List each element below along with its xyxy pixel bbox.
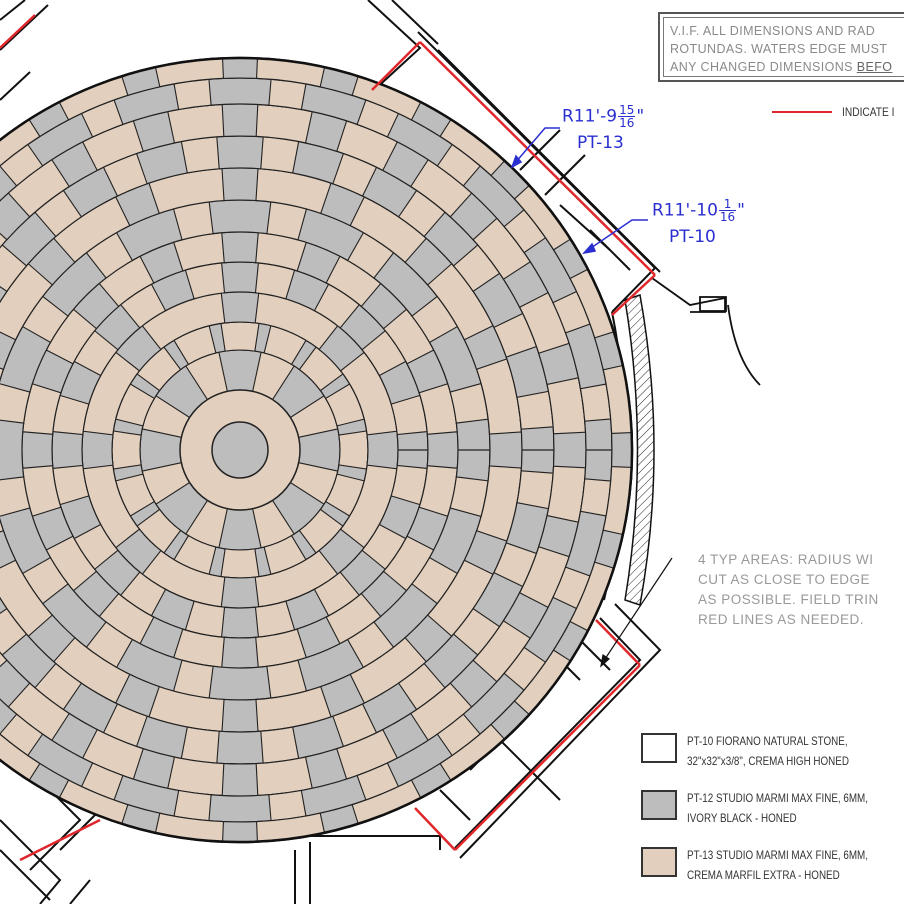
typical-area-note: 4 TYP AREAS: RADIUS WI CUT AS CLOSE TO E… [698,550,879,630]
legend-label: PT-12 STUDIO MARMI MAX FINE, 6MM, IVORY … [687,791,868,825]
dimension-radius: R11'-10 [652,200,718,221]
legend-swatch [641,790,677,820]
legend-swatch [641,847,677,877]
area-note-line-2: CUT AS CLOSE TO EDGE [698,572,871,587]
legend-swatch [641,733,677,763]
area-note-line-4: RED LINES AS NEEDED. [698,612,865,627]
legend-label: PT-13 STUDIO MARMI MAX FINE, 6MM, CREMA … [687,848,868,882]
dimension-tag: PT-13 [577,133,624,153]
note-line-3-underlined: BEFO [856,60,893,74]
legend-item-pt10: PT-10 FIORANO NATURAL STONE, 32"x32"x3/8… [641,733,885,771]
area-note-line-3: AS POSSIBLE. FIELD TRIN [698,592,879,607]
area-note-leader [600,557,673,668]
redline-legend: INDICATE I [772,102,904,122]
note-line-3-prefix: ANY CHANGED DIMENSIONS [670,60,857,74]
legend-item-pt13: PT-13 STUDIO MARMI MAX FINE, 6MM, CREMA … [641,847,904,885]
redline-legend-text: INDICATE I [842,105,895,119]
red-line-swatch [772,111,832,113]
dimension-tag: PT-10 [669,227,716,247]
area-note-line-1: 4 TYP AREAS: RADIUS WI [698,552,874,567]
general-note-box: V.I.F. ALL DIMENSIONS AND RAD ROTUNDAS. … [658,12,904,82]
dimension-radius: R11'-9 [562,106,618,127]
note-line-2: ROTUNDAS. WATERS EDGE MUST [670,42,888,56]
tile-rings [0,56,634,844]
wall-hatch [624,294,655,606]
door-swing [651,277,761,386]
note-line-3: ANY CHANGED DIMENSIONS BEFO [670,58,904,76]
red-trim-lines [0,14,656,862]
center-medallion [179,389,301,511]
legend-label: PT-10 FIORANO NATURAL STONE, 32"x32"x3/8… [687,734,849,768]
legend-item-pt12: PT-12 STUDIO MARMI MAX FINE, 6MM, IVORY … [641,790,904,828]
dimension-leaders [510,127,648,255]
note-line-1: V.I.F. ALL DIMENSIONS AND RAD [670,24,876,38]
